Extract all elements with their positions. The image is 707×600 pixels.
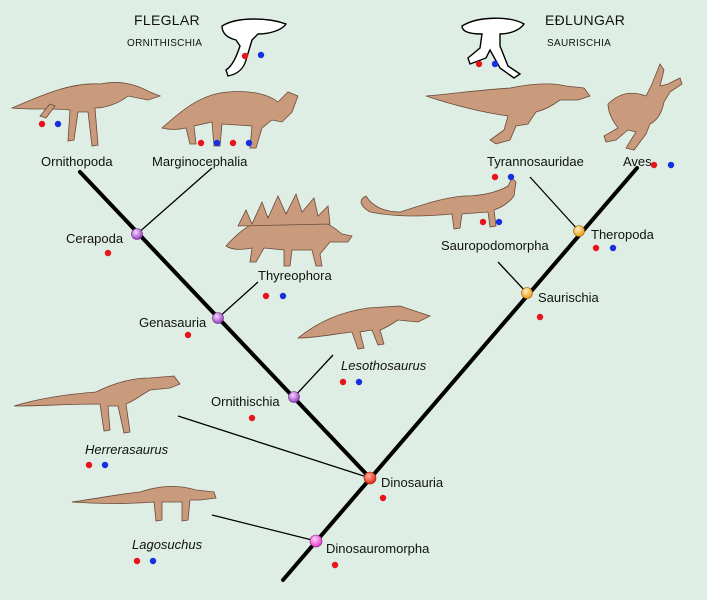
ornithischia-header-title: FLEGLAR bbox=[134, 12, 200, 28]
branch-herrerasaurus bbox=[177, 415, 371, 479]
dot-blue bbox=[101, 461, 109, 469]
herrerasaurus-skeleton bbox=[13, 375, 181, 434]
branch-lesothosaurus bbox=[293, 354, 334, 398]
aves-skeleton bbox=[603, 63, 683, 151]
dot-blue bbox=[495, 218, 503, 226]
taxon-thyreophora: Thyreophora bbox=[258, 268, 332, 283]
ornithopoda-skeleton bbox=[10, 82, 162, 147]
node-genasauria bbox=[212, 312, 224, 324]
taxon-sauropodomorpha: Sauropodomorpha bbox=[441, 238, 549, 253]
dot-blue bbox=[507, 173, 515, 181]
node-label-ornithischia: Ornithischia bbox=[211, 394, 280, 409]
dot-blue bbox=[245, 139, 253, 147]
node-label-dinosauria: Dinosauria bbox=[381, 475, 444, 490]
taxon-tyrannosauridae: Tyrannosauridae bbox=[487, 154, 584, 169]
dot-red bbox=[229, 139, 237, 147]
taxon-herrerasaurus: Herrerasaurus bbox=[85, 442, 169, 457]
dot-blue bbox=[491, 60, 499, 68]
node-cerapoda bbox=[131, 228, 143, 240]
character-dots bbox=[38, 51, 675, 569]
dot-red bbox=[650, 161, 658, 169]
dot-red bbox=[339, 378, 347, 386]
dot-blue bbox=[54, 120, 62, 128]
branch-tyrannosauridae bbox=[529, 176, 580, 232]
dot-blue bbox=[609, 244, 617, 252]
taxon-ornithopoda: Ornithopoda bbox=[41, 154, 113, 169]
saurischian-pelvis bbox=[461, 17, 525, 79]
dot-red bbox=[248, 414, 256, 422]
dot-red bbox=[491, 173, 499, 181]
dot-blue bbox=[149, 557, 157, 565]
taxon-marginocephalia: Marginocephalia bbox=[152, 154, 248, 169]
lesothosaurus-skeleton bbox=[296, 305, 432, 350]
dot-red bbox=[592, 244, 600, 252]
dot-blue bbox=[355, 378, 363, 386]
node-label-saurischia: Saurischia bbox=[538, 290, 599, 305]
marginocephalia-skeleton bbox=[161, 91, 299, 149]
saurischia-header-subtitle: SAURISCHIA bbox=[547, 38, 612, 49]
branch-marginocephalia bbox=[136, 167, 213, 235]
node-dinosauria bbox=[363, 471, 377, 485]
lagosuchus-skeleton bbox=[71, 486, 217, 522]
dot-blue bbox=[257, 51, 265, 59]
ornithischian-pelvis bbox=[221, 18, 288, 77]
node-label-dinosauromorpha: Dinosauromorpha bbox=[326, 541, 430, 556]
dot-red bbox=[241, 52, 249, 60]
ornithischia-branch bbox=[78, 170, 372, 480]
taxon-lesothosaurus: Lesothosaurus bbox=[341, 358, 427, 373]
node-label-genasauria: Genasauria bbox=[139, 315, 207, 330]
taxon-aves: Aves bbox=[623, 154, 652, 169]
dot-red bbox=[104, 249, 112, 257]
branch-lagosuchus bbox=[211, 514, 317, 542]
node-saurischia bbox=[521, 287, 533, 299]
dot-blue bbox=[667, 161, 675, 169]
dot-red bbox=[536, 313, 544, 321]
dot-red bbox=[197, 139, 205, 147]
thyreophora-skeleton bbox=[225, 192, 353, 267]
dot-blue bbox=[279, 292, 287, 300]
sauropodomorpha-skeleton bbox=[360, 177, 517, 230]
dot-red bbox=[331, 561, 339, 569]
ornithischia-header-subtitle: ORNITHISCHIA bbox=[127, 38, 203, 49]
pelvis-illustrations bbox=[221, 17, 525, 79]
node-theropoda bbox=[573, 225, 585, 237]
main-branches bbox=[78, 166, 639, 582]
dot-red bbox=[38, 120, 46, 128]
dot-red bbox=[85, 461, 93, 469]
node-dinosauromorpha bbox=[309, 534, 323, 548]
dot-red bbox=[475, 60, 483, 68]
node-markers bbox=[131, 225, 585, 548]
taxon-lagosuchus: Lagosuchus bbox=[132, 537, 203, 552]
node-label-cerapoda: Cerapoda bbox=[66, 231, 124, 246]
node-label-theropoda: Theropoda bbox=[591, 227, 654, 242]
saurischia-header-title: EÐLUNGAR bbox=[545, 12, 626, 28]
dot-blue bbox=[213, 139, 221, 147]
node-ornithischia bbox=[288, 391, 300, 403]
dot-red bbox=[379, 494, 387, 502]
tyrannosauridae-skeleton bbox=[425, 83, 591, 145]
dot-red bbox=[479, 218, 487, 226]
branch-thyreophora bbox=[217, 281, 259, 319]
dot-red bbox=[133, 557, 141, 565]
branch-sauropodomorpha bbox=[497, 261, 528, 294]
side-branches bbox=[136, 167, 580, 542]
dot-red bbox=[262, 292, 270, 300]
dot-red bbox=[184, 331, 192, 339]
skeleton-illustrations bbox=[10, 63, 683, 522]
